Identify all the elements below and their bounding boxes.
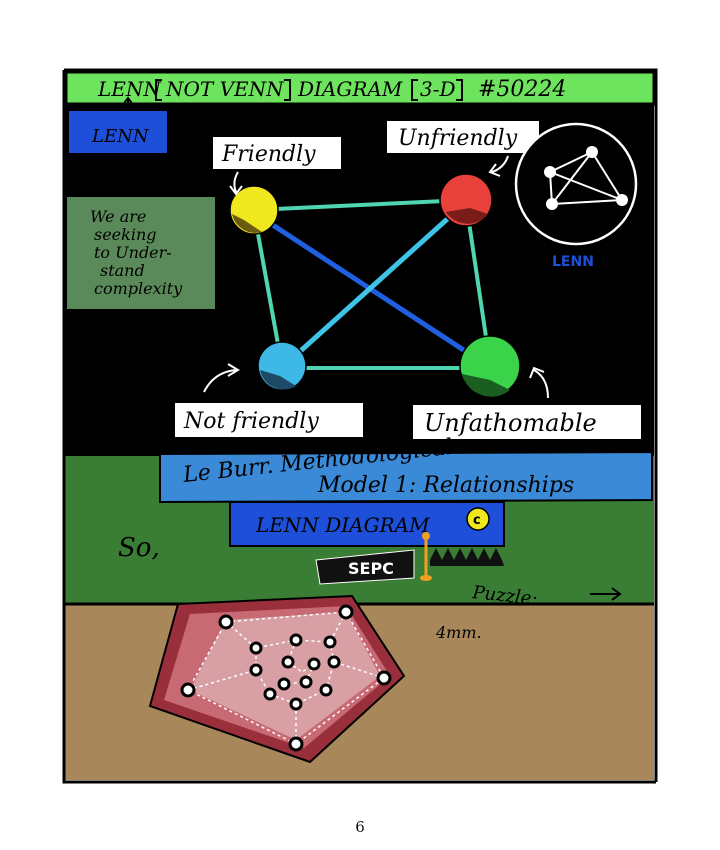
friendly-label-box bbox=[211, 135, 343, 171]
edge-friendly-notfriendly bbox=[252, 211, 284, 367]
sepc-label: SEPC bbox=[348, 559, 394, 578]
note-line-5: complexity bbox=[94, 279, 183, 298]
edge-unfriendly-notfriendly bbox=[284, 202, 466, 366]
friendly-label: Friendly bbox=[221, 142, 316, 167]
panel-border bbox=[62, 68, 658, 784]
pin-head bbox=[422, 532, 430, 540]
sawtooth-strip bbox=[430, 548, 504, 566]
node-not-friendly-shade bbox=[260, 370, 296, 390]
note-line-2: seeking bbox=[94, 225, 157, 244]
unfathomable-label: Unfathomable bbox=[424, 409, 597, 437]
unfathomable-label-box bbox=[411, 403, 643, 441]
so-text: So, bbox=[118, 533, 160, 563]
pin-base bbox=[420, 575, 432, 581]
inset-circle bbox=[514, 122, 638, 246]
banner bbox=[159, 450, 653, 504]
node-friendly-shade bbox=[232, 214, 262, 233]
header-bracket-right bbox=[284, 79, 291, 101]
inset-edge-1 bbox=[549, 151, 593, 173]
note-line-4: stand bbox=[100, 261, 145, 280]
unfriendly-label: Unfriendly bbox=[398, 126, 518, 151]
lenn-diagram-box bbox=[229, 501, 505, 547]
sepc-tag bbox=[315, 549, 415, 585]
lenn-box-label: LENN bbox=[91, 126, 150, 147]
copyright-icon bbox=[466, 507, 490, 531]
unfriendly-label-box bbox=[385, 119, 541, 155]
inset-node-2 bbox=[586, 146, 598, 158]
note-line-3: to Under- bbox=[94, 243, 172, 262]
inset-edge-6 bbox=[551, 151, 593, 205]
lenn-box bbox=[67, 109, 169, 155]
header-not-venn: NOT VENN bbox=[165, 77, 285, 101]
not-friendly-label-box bbox=[173, 401, 365, 439]
page-number: 6 bbox=[355, 818, 365, 836]
not-friendly-label: Not friendly bbox=[183, 409, 319, 434]
node-unfathomable-shade bbox=[462, 374, 510, 397]
inset-edge-4 bbox=[551, 199, 623, 205]
lenn-diagram-label: LENN DIAGRAM bbox=[255, 513, 430, 537]
unfathomable-arrow-icon bbox=[529, 366, 549, 399]
note-box bbox=[65, 195, 217, 311]
size-label: 4mm. bbox=[435, 623, 482, 642]
copyright-mark: c bbox=[473, 513, 481, 528]
edge-friendly-unfriendly bbox=[253, 198, 467, 212]
note-line-1: We are bbox=[90, 207, 146, 226]
inset-edge-3 bbox=[591, 151, 623, 201]
not-friendly-arrow-icon bbox=[203, 363, 240, 393]
inset-node-1 bbox=[544, 166, 556, 178]
header-diagram: DIAGRAM bbox=[297, 77, 403, 101]
unfriendly-arrow-icon bbox=[488, 155, 509, 177]
banner-line-2: Model 1: Relationships bbox=[317, 473, 574, 498]
header-number: #50224 bbox=[478, 77, 566, 102]
inset-node-4 bbox=[616, 194, 628, 206]
puzzle-arrow-icon bbox=[590, 587, 622, 601]
puzzle-dots bbox=[180, 604, 392, 752]
header-3d-bracket-right bbox=[456, 79, 463, 101]
header-bracket-left bbox=[155, 79, 162, 101]
friendly-arrow-icon bbox=[229, 171, 243, 196]
inset-caption: LENN bbox=[552, 254, 594, 270]
header-3d-bracket-left bbox=[411, 79, 418, 101]
header-3d: 3-D bbox=[420, 77, 456, 101]
header-bar bbox=[64, 70, 656, 106]
node-unfriendly-shade bbox=[446, 208, 488, 224]
inset-edge-5 bbox=[549, 171, 623, 201]
header-lenn: LENN bbox=[97, 77, 162, 101]
inset-node-3 bbox=[546, 198, 558, 210]
